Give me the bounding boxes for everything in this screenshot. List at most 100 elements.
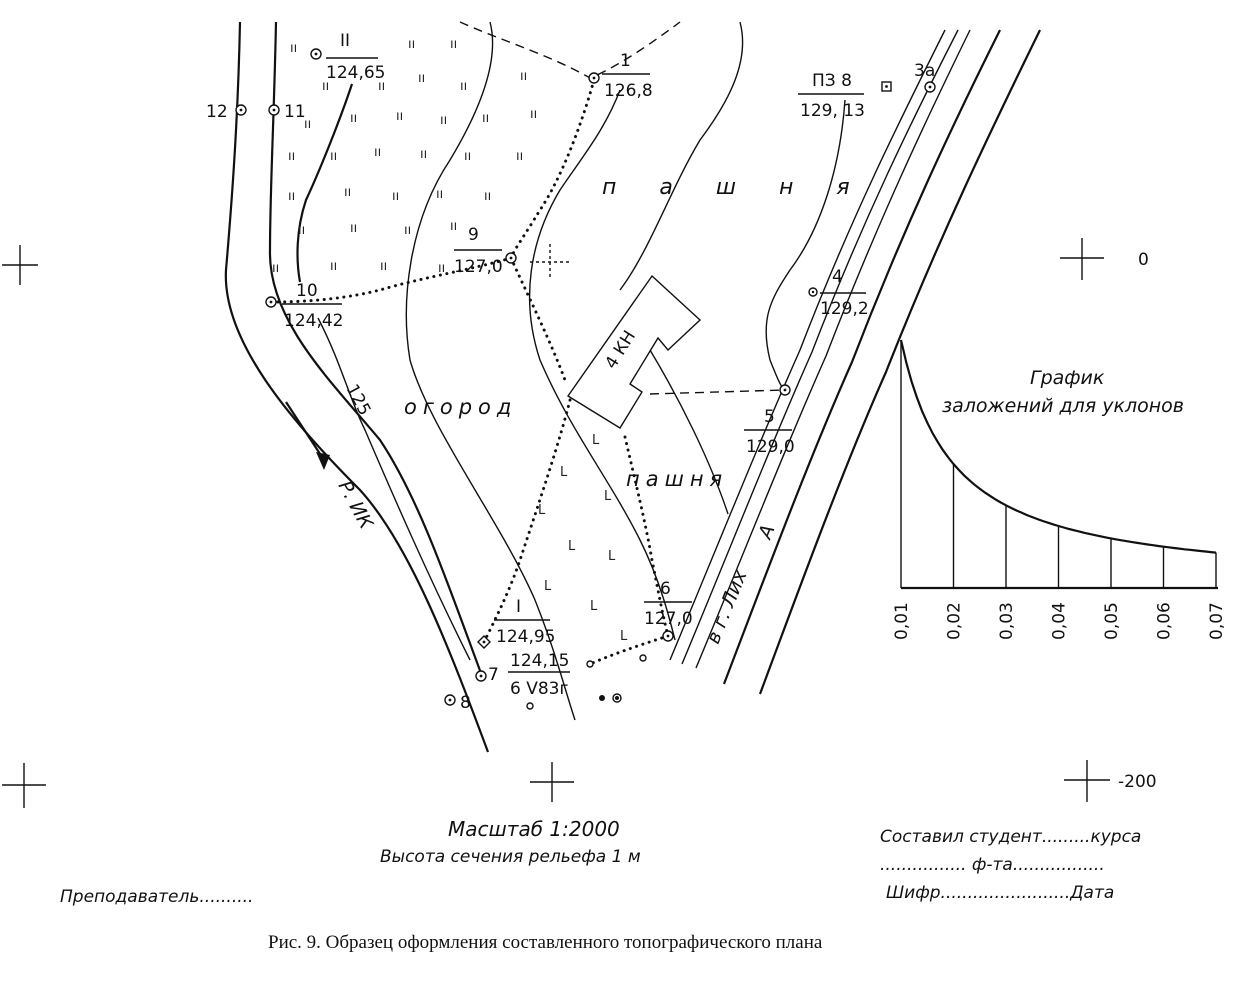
svg-text:ıı: ıı [380, 259, 387, 274]
scale-line1: Масштаб 1:2000 [448, 817, 620, 841]
svg-text:129, 13: 129, 13 [800, 101, 865, 121]
stamp-line3: Шифр........................Дата [886, 883, 1114, 903]
svg-text:ıı: ıı [420, 147, 427, 162]
svg-text:ıı: ıı [484, 189, 491, 204]
grid-cross-left-top [2, 245, 38, 285]
grid-cross-right-top [1060, 238, 1104, 280]
svg-text:ıı: ıı [288, 149, 295, 164]
svg-text:ıı: ıı [272, 261, 279, 276]
survey-point-6: 6 127,0 [644, 579, 693, 642]
boundary-dashed-mid [649, 389, 785, 395]
graph-tick-label-2: 0,03 [997, 602, 1017, 640]
field-label-small: пашня [626, 467, 728, 491]
svg-text:1: 1 [620, 51, 631, 71]
graph-title-line1: График [1030, 367, 1105, 389]
svg-text:ıı: ıı [482, 111, 489, 126]
svg-text:ıı: ıı [378, 79, 385, 94]
benchmark-pz8: ПЗ 8 129, 13 [798, 71, 892, 121]
graph-tick-label-6: 0,07 [1207, 602, 1227, 640]
survey-point-9: 9 127,0 [454, 225, 517, 277]
svg-text:ПЗ 8: ПЗ 8 [812, 71, 852, 91]
survey-point-5: 5 129,0 [744, 384, 795, 457]
stamp-line1: Составил студент.........курса [880, 827, 1141, 847]
survey-point-8: 8 [444, 693, 471, 713]
svg-text:L: L [604, 489, 612, 504]
survey-point-4: 4 129,2 [808, 267, 869, 319]
survey-point-12: 12 [206, 102, 247, 122]
svg-text:126,8: 126,8 [604, 81, 653, 101]
svg-text:ıı: ıı [418, 71, 425, 86]
grid-label-zero: 0 [1138, 250, 1149, 270]
svg-text:ıı: ıı [450, 219, 457, 234]
svg-text:ıı: ıı [290, 41, 297, 56]
survey-points: 1 126,8 II 124,65 9 127,0 10 124,42 4 12… [206, 31, 936, 713]
stamp-teacher: Преподаватель.......... [60, 887, 253, 907]
svg-text:ıı: ıı [298, 223, 305, 238]
meadow-symbols: LLL LLL LLL [538, 433, 628, 644]
svg-text:ıı: ıı [330, 259, 337, 274]
graph-verticals [900, 340, 1217, 588]
survey-point-1: 1 126,8 [588, 51, 653, 101]
svg-text:I: I [516, 597, 521, 617]
road-label: в г. Лих [702, 566, 752, 647]
svg-text:12: 12 [206, 102, 228, 122]
svg-text:ıı: ıı [530, 107, 537, 122]
traverse-dotted [270, 78, 670, 667]
grid-cross-center-bottom [530, 762, 574, 802]
svg-text:127,0: 127,0 [644, 609, 693, 629]
river-label: Р. ИК [334, 477, 378, 534]
svg-text:9: 9 [468, 225, 479, 245]
svg-text:124,15: 124,15 [510, 651, 569, 671]
grid-cross-left-bottom [2, 763, 46, 808]
svg-text:124,42: 124,42 [284, 311, 343, 331]
grid-label-minus200: -200 [1118, 772, 1157, 792]
svg-text:127,0: 127,0 [454, 257, 503, 277]
svg-text:II: II [340, 31, 350, 51]
svg-text:ıı: ıı [322, 79, 329, 94]
svg-text:L: L [620, 629, 628, 644]
svg-text:L: L [568, 539, 576, 554]
svg-text:8: 8 [460, 693, 471, 713]
svg-text:ıı: ıı [440, 113, 447, 128]
svg-text:ıı: ıı [464, 149, 471, 164]
svg-text:ıı: ıı [374, 145, 381, 160]
svg-text:L: L [560, 465, 568, 480]
svg-text:ıı: ıı [344, 185, 351, 200]
svg-text:129,0: 129,0 [746, 437, 795, 457]
svg-text:6 V83г: 6 V83г [510, 679, 568, 699]
svg-text:L: L [544, 579, 552, 594]
road-label-a: А [753, 522, 779, 544]
svg-text:ıı: ıı [350, 221, 357, 236]
svg-text:ıı: ıı [350, 111, 357, 126]
graph-tick-label-1: 0,02 [945, 602, 965, 640]
svg-text:ıı: ıı [436, 187, 443, 202]
benchmark-wall: 124,15 6 V83г [508, 651, 647, 710]
svg-text:ıı: ıı [288, 189, 295, 204]
river-flow-arrow-icon [316, 452, 330, 470]
svg-text:ıı: ıı [396, 109, 403, 124]
svg-text:ıı: ıı [404, 223, 411, 238]
svg-text:124,65: 124,65 [326, 63, 385, 83]
grid-cross-right-bottom [1064, 760, 1110, 802]
svg-text:ıı: ıı [408, 37, 415, 52]
svg-text:124,95: 124,95 [496, 627, 555, 647]
graph-curve [899, 339, 1217, 554]
svg-text:11: 11 [284, 102, 306, 122]
svg-text:ıı: ıı [392, 189, 399, 204]
garden-label: огород [404, 395, 517, 419]
survey-point-11: 11 [268, 102, 306, 122]
svg-text:5: 5 [764, 407, 775, 427]
svg-text:L: L [590, 599, 598, 614]
graph-tick-label-0: 0,01 [892, 602, 912, 640]
svg-text:129,2: 129,2 [820, 299, 869, 319]
road: в г. Лих А [669, 29, 1041, 695]
figure-caption: Рис. 9. Образец оформления составленного… [268, 932, 823, 953]
grid-crosses [2, 238, 1110, 808]
svg-text:L: L [538, 503, 546, 518]
svg-text:L: L [608, 549, 616, 564]
survey-point-3a: 3а [914, 61, 936, 93]
survey-point-10: 10 124,42 [265, 281, 343, 331]
